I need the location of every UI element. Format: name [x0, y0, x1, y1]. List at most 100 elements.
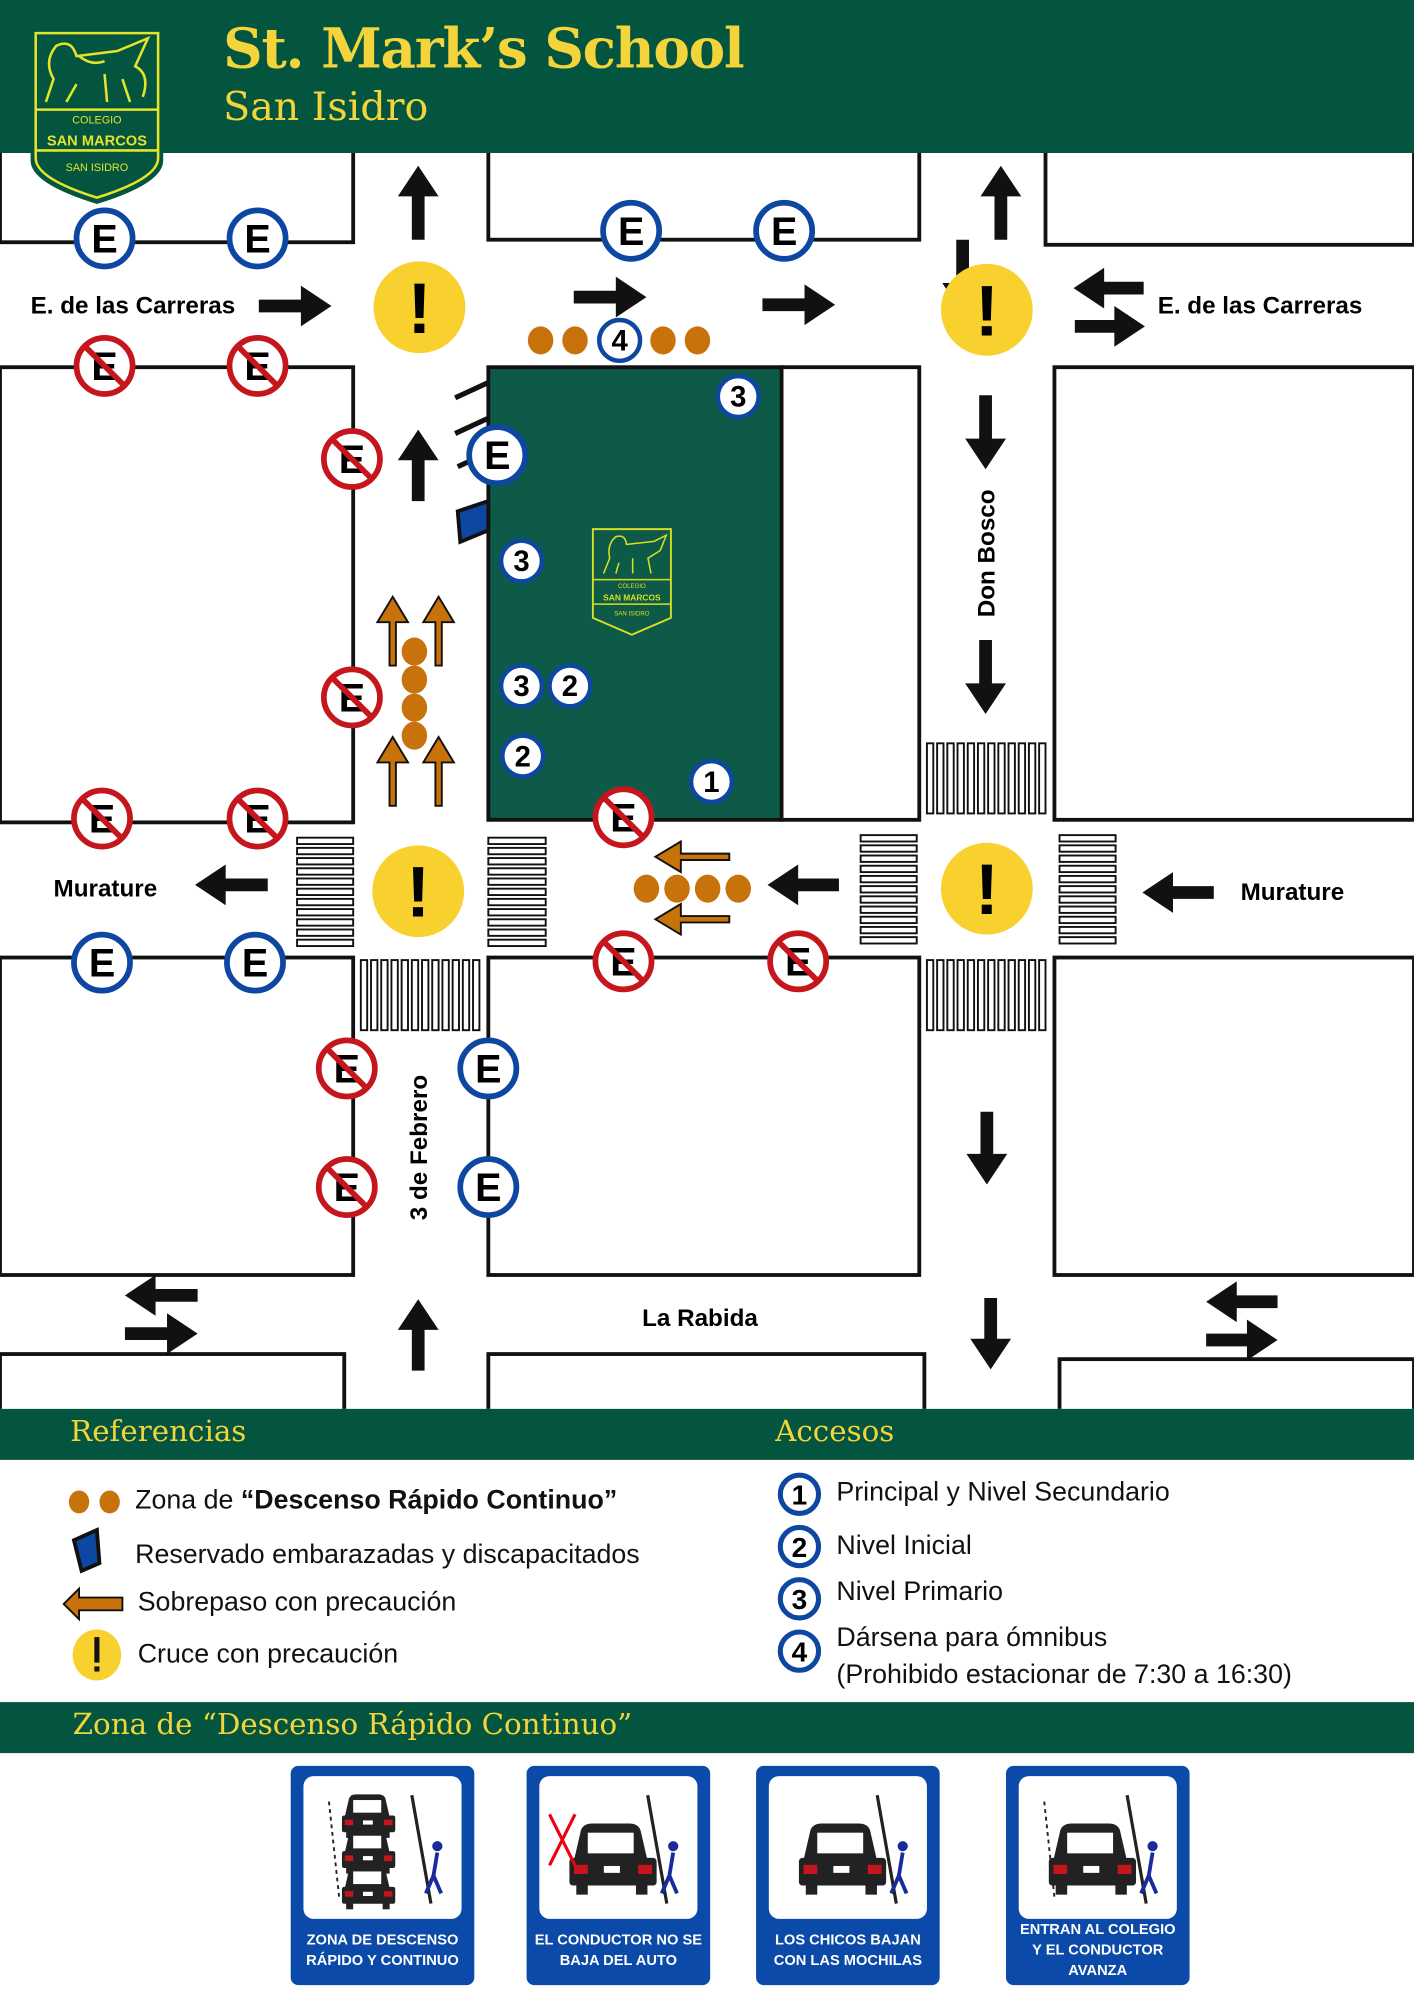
- crosswalk-stripe: [859, 925, 918, 935]
- crosswalk-stripe: [472, 959, 481, 1032]
- drop-zone-bar: [0, 1702, 1414, 1754]
- access-number: 3: [513, 670, 529, 703]
- access-marker: 3: [498, 538, 545, 584]
- crosswalk-stripe: [380, 959, 389, 1032]
- crosswalk: [925, 742, 1047, 815]
- caution-crossing-icon: !: [940, 842, 1033, 935]
- traffic-arrow-up-icon: [980, 165, 1022, 240]
- crest-text: SAN ISIDRO: [614, 611, 650, 618]
- drop-zone-dot: [694, 874, 721, 903]
- traffic-arrow-left-icon: [1073, 267, 1144, 309]
- crosswalk-stripe: [859, 936, 918, 945]
- parking-letter: E: [484, 434, 510, 478]
- city-block: [0, 1352, 347, 1409]
- no-parking-icon: E: [320, 666, 383, 729]
- crosswalk-stripe: [487, 867, 547, 876]
- caution-crossing-icon: !: [373, 261, 466, 354]
- crosswalk-stripe: [441, 959, 450, 1032]
- card-caption: ENTRAN AL COLEGIO Y EL CONDUCTOR AVANZA: [1019, 1922, 1176, 1979]
- traffic-arrow-left-icon: [1142, 872, 1214, 913]
- no-parking-icon: E: [320, 428, 383, 490]
- no-parking-icon: E: [767, 930, 830, 993]
- overtake-caution-arrow-icon: [375, 735, 410, 807]
- access-number-icons: 1 2 3 4: [777, 1472, 822, 1673]
- parking-allowed-icon: E: [600, 199, 663, 262]
- parking-allowed-icon: E: [226, 207, 289, 270]
- parking-letter: E: [475, 1047, 501, 1091]
- car-dropoff-pictogram-icon: [798, 1794, 909, 1904]
- crosswalk-stripe: [859, 905, 918, 914]
- crosswalk-stripe: [487, 887, 547, 897]
- svg-text:1: 1: [792, 1480, 808, 1511]
- traffic-arrow-up-icon: [397, 165, 439, 240]
- crosswalk: [925, 959, 1047, 1032]
- logo-text: SAN MARCOS: [47, 133, 147, 149]
- logo-text: SAN ISIDRO: [66, 162, 129, 174]
- crosswalk-stripe: [370, 959, 379, 1032]
- traffic-arrow-left-icon: [124, 1275, 198, 1316]
- crosswalk-stripe: [1058, 915, 1117, 925]
- car-dropoff-pictogram-icon: [327, 1794, 443, 1910]
- reference-item-reserved: Reservado embarazadas y discapacitados: [135, 1540, 640, 1570]
- crosswalk-stripe: [859, 854, 918, 863]
- crosswalk-stripe: [296, 836, 355, 846]
- crest-text: COLEGIO: [618, 583, 646, 590]
- reserved-bay-icon: [71, 1527, 102, 1574]
- car-dropoff-pictogram-icon: [1043, 1794, 1159, 1904]
- reference-item-drop-zone: Zona de “Descenso Rápido Continuo”: [135, 1485, 617, 1516]
- parking-allowed-icon: E: [753, 199, 816, 262]
- access-marker: 4: [597, 317, 643, 364]
- reference-icons: [62, 1490, 124, 1681]
- crosswalk-stripe: [987, 959, 996, 1032]
- city-block: [779, 365, 922, 822]
- page-subtitle: San Isidro: [223, 84, 429, 131]
- crosswalk-stripe: [1027, 959, 1037, 1032]
- drop-zone-dot: [633, 874, 660, 903]
- crosswalk-stripe: [1058, 885, 1117, 894]
- access-item-1: Principal y Nivel Secundario: [836, 1477, 1170, 1508]
- crosswalk-stripe: [859, 834, 918, 843]
- caution-glyph: !: [408, 269, 432, 349]
- pictogram-frame: [539, 1776, 698, 1919]
- svg-text:3: 3: [792, 1584, 808, 1615]
- crosswalk-stripe: [296, 887, 355, 897]
- parking-letter: E: [242, 942, 268, 986]
- school-crest-small: COLEGIO SAN MARCOS SAN ISIDRO: [591, 528, 672, 636]
- traffic-arrow-left-icon: [767, 864, 839, 906]
- access-item-3: Nivel Primario: [836, 1577, 1004, 1607]
- crosswalk-stripe: [296, 918, 355, 927]
- crosswalk-stripe: [956, 742, 965, 815]
- no-parking-icon: E: [592, 930, 655, 993]
- overtake-caution-arrow-icon: [421, 735, 456, 807]
- crosswalk-stripe: [1058, 864, 1117, 874]
- crosswalk-stripe: [1038, 959, 1047, 1032]
- logo-text: COLEGIO: [72, 115, 121, 127]
- city-block: [1057, 1357, 1414, 1409]
- crosswalk-stripe: [859, 874, 918, 884]
- crosswalk-stripe: [296, 846, 355, 856]
- caution-crossing-icon: !: [940, 263, 1033, 356]
- crosswalk-stripe: [487, 908, 547, 917]
- crosswalk-stripe: [1017, 959, 1027, 1032]
- traffic-arrow-right-icon: [573, 276, 647, 318]
- parking-letter: E: [618, 210, 644, 254]
- access-marker: 3: [498, 663, 545, 709]
- traffic-arrow-up-icon: [397, 429, 439, 502]
- street-label-la-rabida: La Rabida: [642, 1305, 758, 1332]
- overtake-caution-arrow-icon: [653, 902, 731, 937]
- no-parking-icon: E: [315, 1037, 378, 1100]
- traffic-arrow-right-icon: [258, 285, 332, 327]
- crosswalk-stripe: [966, 742, 976, 815]
- traffic-arrow-down-icon: [970, 1297, 1012, 1370]
- access-item-4-note: (Prohibido estacionar de 7:30 a 16:30): [836, 1660, 1292, 1690]
- drop-zone-dot: [401, 665, 428, 694]
- traffic-arrow-down-icon: [965, 395, 1006, 470]
- access-number: 4: [611, 325, 628, 358]
- crosswalk: [487, 836, 547, 948]
- caution-glyph: !: [406, 853, 430, 933]
- city-block: [0, 955, 356, 1277]
- street-label-murature-right: Murature: [1241, 879, 1345, 906]
- crosswalk-stripe: [487, 846, 547, 856]
- crosswalk-stripe: [410, 959, 420, 1032]
